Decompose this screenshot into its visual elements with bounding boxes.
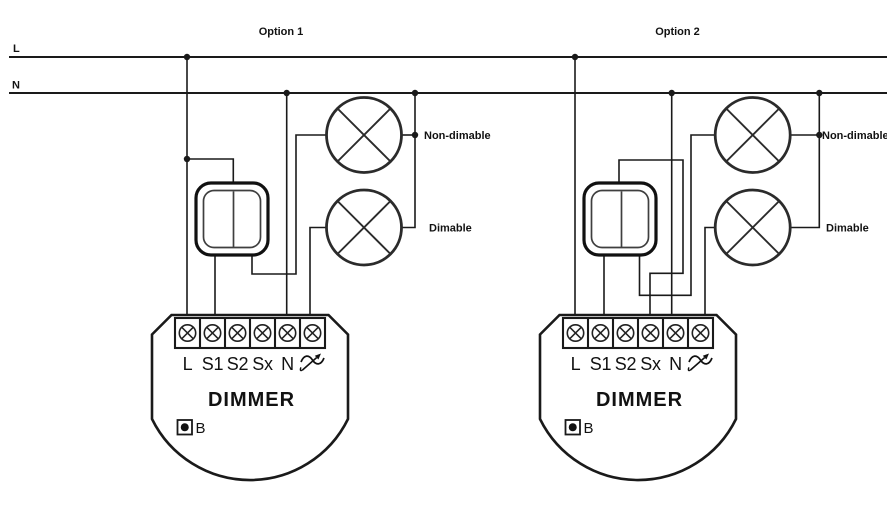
- terminal-label-s2: S2: [227, 354, 249, 374]
- non-dimmable-label: Non-dimable: [424, 130, 491, 142]
- junction-dot: [411, 131, 419, 139]
- terminal-strip: [175, 318, 325, 348]
- junction-dot: [816, 131, 823, 139]
- non-dimmable-label: Non-dimable: [822, 130, 887, 142]
- wall-switch: [194, 181, 270, 257]
- terminal-label-n: N: [669, 354, 682, 374]
- lamp-dimmable: [325, 188, 403, 267]
- service-button-dot: [180, 423, 189, 432]
- live-line-label: L: [13, 43, 20, 55]
- terminal-label-s2: S2: [615, 354, 637, 374]
- junction-dot: [183, 155, 191, 163]
- dimmable-lamp-to-output-wire: [309, 226, 327, 318]
- junction-dot: [283, 89, 290, 97]
- neutral-line: N: [9, 80, 887, 94]
- dimmable-label: Dimable: [429, 223, 472, 235]
- dimmable-label: Dimable: [826, 223, 869, 235]
- lamp-dimmable: [713, 188, 792, 267]
- junction-dot: [668, 89, 675, 97]
- switch-to-nondimmable-lamp-wire: [638, 134, 715, 297]
- lamps-neutral-wire: [401, 93, 416, 229]
- terminal-label-l: L: [571, 354, 581, 374]
- terminal-label-sx: Sx: [640, 354, 661, 374]
- wall-switch: [582, 181, 658, 257]
- service-button: B: [176, 419, 206, 437]
- terminal-label-s1: S1: [590, 354, 612, 374]
- terminal-label-n: N: [281, 354, 294, 374]
- service-button: B: [564, 419, 594, 437]
- dimmer-module: L S1 S2 Sx N DIMMER B: [150, 313, 350, 482]
- junction-dot: [571, 53, 579, 61]
- live-line: L: [9, 43, 887, 58]
- junction-dot: [411, 89, 419, 97]
- junction-dot: [816, 89, 823, 97]
- option-2: Option 2 Non-dimable Dimable L S1 S2 Sx: [538, 26, 887, 482]
- dimmer-module: L S1 S2 Sx N DIMMER B: [538, 313, 738, 482]
- service-button-dot: [568, 423, 577, 432]
- switch-feed-wire: [187, 158, 235, 184]
- lamps-neutral-wire: [790, 93, 821, 229]
- option-2-title: Option 2: [655, 26, 700, 38]
- option-1-title: Option 1: [259, 26, 304, 38]
- lamp-non-dimmable: [325, 96, 403, 174]
- neutral-line-label: N: [12, 80, 20, 92]
- switch-feed-from-sx-wire: [618, 159, 684, 318]
- option-1: Option 1 Non-dimable Dimable L S1 S2 Sx: [150, 26, 491, 482]
- dimmer-title: DIMMER: [596, 389, 683, 411]
- terminal-strip: [563, 318, 713, 348]
- terminal-label-l: L: [183, 354, 193, 374]
- dimmable-lamp-to-output-wire: [704, 226, 715, 318]
- dimmer-title: DIMMER: [208, 389, 295, 411]
- terminal-label-s1: S1: [202, 354, 224, 374]
- service-button-label: B: [196, 420, 206, 437]
- lamp-non-dimmable: [713, 96, 792, 174]
- junction-dot: [183, 53, 191, 61]
- switch-to-nondimmable-lamp-wire: [251, 134, 327, 275]
- service-button-label: B: [584, 420, 594, 437]
- terminal-label-sx: Sx: [252, 354, 273, 374]
